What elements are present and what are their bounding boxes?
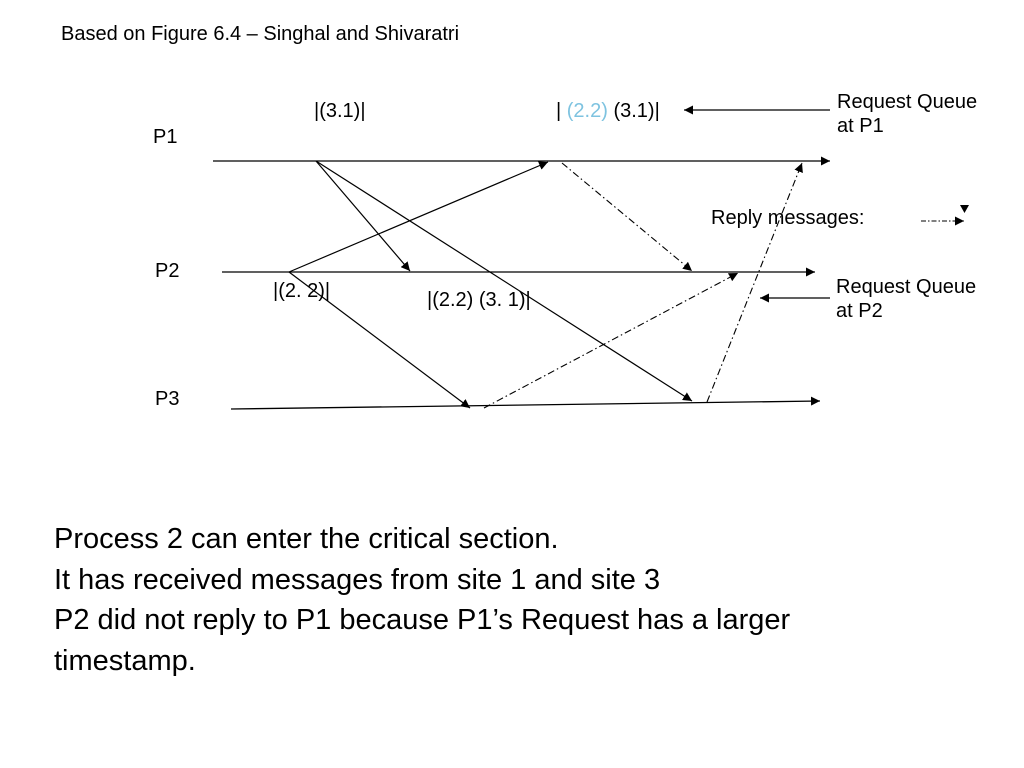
p3-timeline [230, 396, 821, 410]
request-message-p2-to-p3 [288, 271, 471, 409]
p2-queue-state-final: |(2.2) (3. 1)| [427, 289, 531, 311]
reply-message-p3-to-p2 [483, 272, 739, 409]
explanation-line-4: timestamp. [54, 644, 196, 677]
p1-queue-prefix: | [556, 100, 562, 122]
reply-message-p3-to-p1 [706, 162, 803, 403]
explanation-line-2: It has received messages from site 1 and… [54, 563, 661, 596]
reply-messages-legend-label: Reply messages: [711, 207, 865, 229]
request-message-p2-to-p1 [288, 161, 549, 273]
process-label-p1: P1 [153, 126, 178, 148]
reply-legend-arrowhead-icon [960, 205, 969, 213]
request-queue-p1-line1: Request Queue [837, 91, 978, 113]
explanation-line-1: Process 2 can enter the critical section… [54, 523, 559, 555]
request-message-p1-to-p2 [315, 160, 411, 272]
p1-queue-highlighted-entry: (2.2) [566, 100, 608, 122]
process-label-p2: P2 [155, 260, 180, 282]
request-queue-p1-line2: at P1 [837, 115, 884, 137]
request-queue-p1-annotation: Request Queue at P1 [837, 90, 977, 138]
p2-queue-state-initial: |(2. 2)| [273, 280, 331, 302]
explanation-text: Process 2 can enter the critical section… [54, 519, 790, 681]
reply-message-p1-to-p2 [561, 162, 693, 272]
request-queue-p2-line2: at P2 [836, 300, 883, 322]
p1-queue-suffix: (3.1)| [613, 100, 660, 122]
process-label-p3: P3 [155, 388, 180, 410]
explanation-line-3: P2 did not reply to P1 because P1’s Requ… [54, 604, 791, 636]
p1-queue-state-initial: |(3.1)| [314, 100, 366, 122]
figure-caption: Based on Figure 6.4 – Singhal and Shivar… [61, 23, 460, 45]
request-message-p1-to-p3 [315, 160, 693, 402]
p1-queue-state-final: | (2.2) (3.1)| [556, 99, 660, 123]
request-queue-p2-line1: Request Queue [836, 276, 977, 298]
request-queue-p2-annotation: Request Queue at P2 [836, 275, 976, 323]
